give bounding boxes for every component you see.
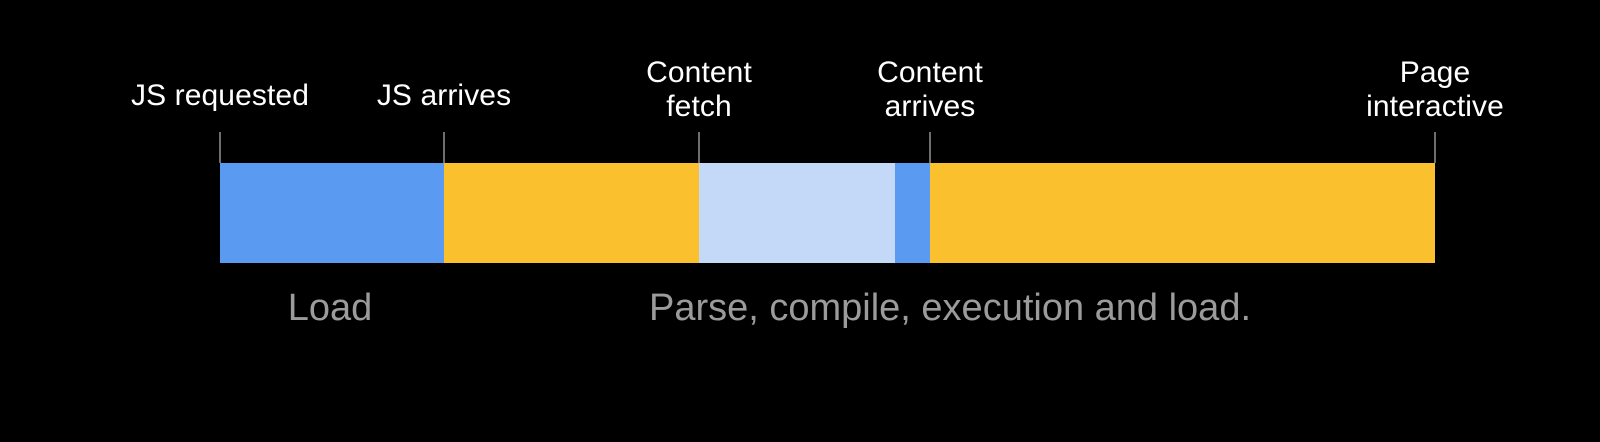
bar-segment-load bbox=[220, 163, 444, 263]
tick-page-interactive bbox=[1434, 132, 1436, 163]
tick-content-fetch bbox=[698, 132, 700, 163]
bar-segment-content-fetch-wait bbox=[699, 163, 895, 263]
load-caption: Load bbox=[287, 287, 373, 329]
marker-label-page-interactive: Page interactive bbox=[1366, 56, 1504, 123]
tick-content-arrives bbox=[929, 132, 931, 163]
bar-segment-parse-compile-1 bbox=[444, 163, 699, 263]
tick-js-arrives bbox=[443, 132, 445, 163]
marker-label-js-arrives: JS arrives bbox=[376, 79, 512, 112]
marker-label-content-arrives: Content arrives bbox=[877, 56, 983, 123]
timeline-bar bbox=[220, 163, 1435, 263]
tick-js-requested bbox=[219, 132, 221, 163]
marker-label-js-requested: JS requested bbox=[131, 79, 309, 112]
marker-label-content-fetch: Content fetch bbox=[646, 56, 752, 123]
bar-segment-content-load bbox=[895, 163, 930, 263]
parse-caption: Parse, compile, execution and load. bbox=[648, 287, 1252, 329]
bar-segment-parse-compile-2 bbox=[930, 163, 1435, 263]
